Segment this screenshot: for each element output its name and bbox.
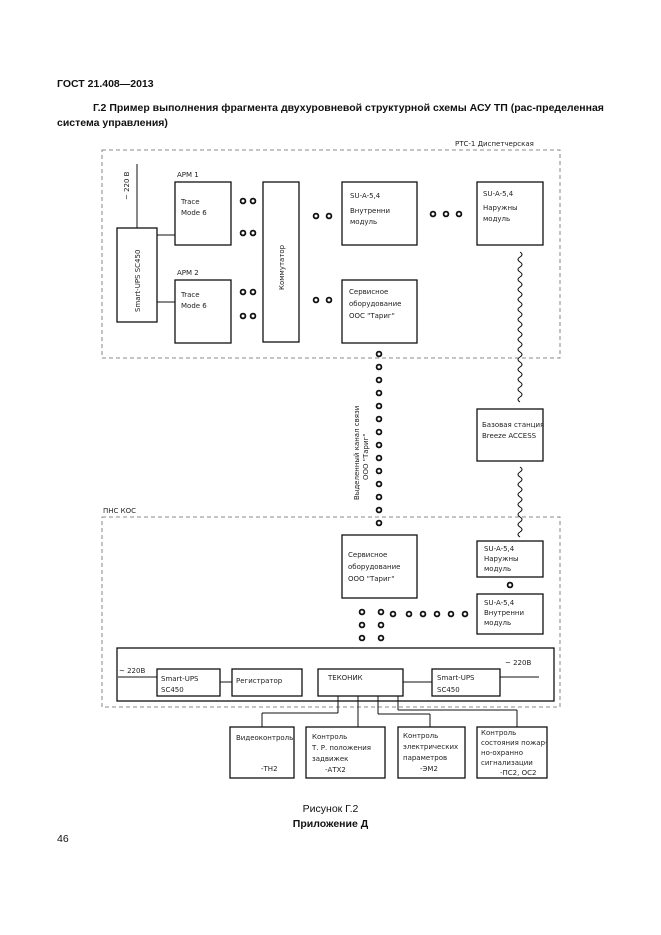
base-station-box [476,408,544,462]
arm2-line2: Mode 6 [181,302,207,310]
station-service-line3: ООО "Тариг" [348,575,394,583]
switch-service-link [312,296,333,304]
appendix-title: Приложение Д [292,818,369,830]
electric-line4: -ЭМ2 [420,765,438,773]
video-line2: -ТН2 [261,765,278,773]
station-power-right: ~ 220В [505,659,531,667]
recorder-box [231,668,303,697]
arm1-box [174,181,232,246]
station-outdoor-line2: Наружны [484,555,519,563]
dispatch-indoor-line3: модуль [350,218,377,226]
station-indoor-line3: модуль [484,619,511,627]
station-ups-right-line2: SC450 [437,686,460,694]
arm2-line1: Trace [180,291,200,299]
dispatch-outdoor-line2: Наружны [483,204,518,212]
electric-line1: Контроль [403,732,438,740]
arm2-switch-link-b [239,312,257,320]
base-station-line2: Breeze ACCESS [482,432,537,440]
channel-label-line2: ООО "Тариг" [362,434,370,480]
dispatch-outdoor-line1: SU-A-5,4 [483,190,514,198]
valve-line4: -АТХ2 [325,766,346,774]
indoor-outdoor-link [429,210,463,218]
dispatch-service-line3: ООС "Тариг" [349,312,395,320]
page-number: 46 [57,833,69,845]
station-outdoor-module-box [476,540,544,578]
dispatch-power-label: ~ 220 В [123,171,131,200]
alarm-line3: но-охранно [481,749,523,757]
station-indoor-line2: Внутренни [484,609,524,617]
dispatch-outdoor-line3: модуль [483,215,510,223]
dispatch-zone-label: РТС-1 Диспетчерская [455,140,534,148]
service-to-tekonik-link [358,608,366,642]
control-cabinet-box [116,647,555,702]
electric-control-box [397,726,466,779]
valve-control-box [305,726,386,779]
channel-label-line1: Выделенный канал связи [353,406,361,500]
valve-line1: Контроль [312,733,347,741]
alarm-line5: -ПС2, ОС2 [500,769,536,777]
station-service-line2: оборудование [348,563,400,571]
station-power-left: ~ 220В [119,667,145,675]
standard-header: ГОСТ 21.408—2013 [57,78,154,90]
dispatch-indoor-line1: SU-A-5,4 [350,192,381,200]
dispatch-service-line1: Сервисное [349,288,388,296]
station-zone-frame [101,516,561,708]
switch-label: Коммутатор [278,244,286,290]
station-service-box [341,534,418,599]
section-title: Г.2 Пример выполнения фрагмента двухуров… [57,102,604,129]
video-control-box [229,726,295,779]
radio-link-lower [517,466,523,538]
station-ups-left-line1: Smart-UPS [161,675,199,683]
recorder-label: Регистратор [236,677,283,685]
station-service-line1: Сервисное [348,551,387,559]
alarm-control-box [476,726,548,779]
dispatch-outdoor-module-box [476,181,544,246]
dispatch-indoor-line2: Внутренни [350,207,390,215]
electric-line2: электрических [403,743,458,751]
dispatch-zone-frame [101,149,561,359]
dispatch-service-box [341,279,418,344]
radio-link-upper [517,251,523,403]
dedicated-channel-chain [375,350,383,527]
station-indoor-line1: SU-A-5,4 [484,599,515,607]
indoor-to-tekonik-link [377,608,469,642]
arm1-label: АРМ 1 [177,171,199,179]
dispatch-ups-label: Smart-UPS SC450 [134,250,142,312]
arm2-label: АРМ 2 [177,269,199,277]
base-station-line1: Базовая станция [482,421,544,429]
valve-line3: задвижек [312,755,348,763]
dispatch-ups-box [116,227,158,323]
arm2-box [174,279,232,344]
dispatch-indoor-module-box [341,181,418,246]
outdoor-indoor-link [506,581,514,589]
video-line1: Видеоконтроль [236,734,293,742]
arm1-switch-link-b [239,229,257,237]
station-outdoor-line3: модуль [484,565,511,573]
alarm-line4: сигнализации [481,759,533,767]
station-ups-right-line1: Smart-UPS [437,674,475,682]
arm1-line2: Mode 6 [181,209,207,217]
arm2-switch-link-a [239,288,257,296]
dispatch-service-line2: оборудование [349,300,401,308]
station-indoor-module-box [476,593,544,635]
arm1-line1: Trace [180,198,200,206]
switch-indoor-link [312,212,333,220]
arm1-switch-link-a [239,197,257,205]
figure-caption: Рисунок Г.2 [302,803,359,815]
switch-box [262,181,300,343]
station-outdoor-line1: SU-A-5,4 [484,545,515,553]
electric-line3: параметров [403,754,447,762]
alarm-line2: состояния пожар- [481,739,548,747]
station-ups-right-box [431,668,501,697]
valve-line2: Т. Р. положения [311,744,371,752]
tekonik-label: ТЕКОНИК [327,674,363,682]
station-ups-left-line2: SC450 [161,686,184,694]
alarm-line1: Контроль [481,729,516,737]
station-zone-label: ПНС КОС [103,507,136,515]
